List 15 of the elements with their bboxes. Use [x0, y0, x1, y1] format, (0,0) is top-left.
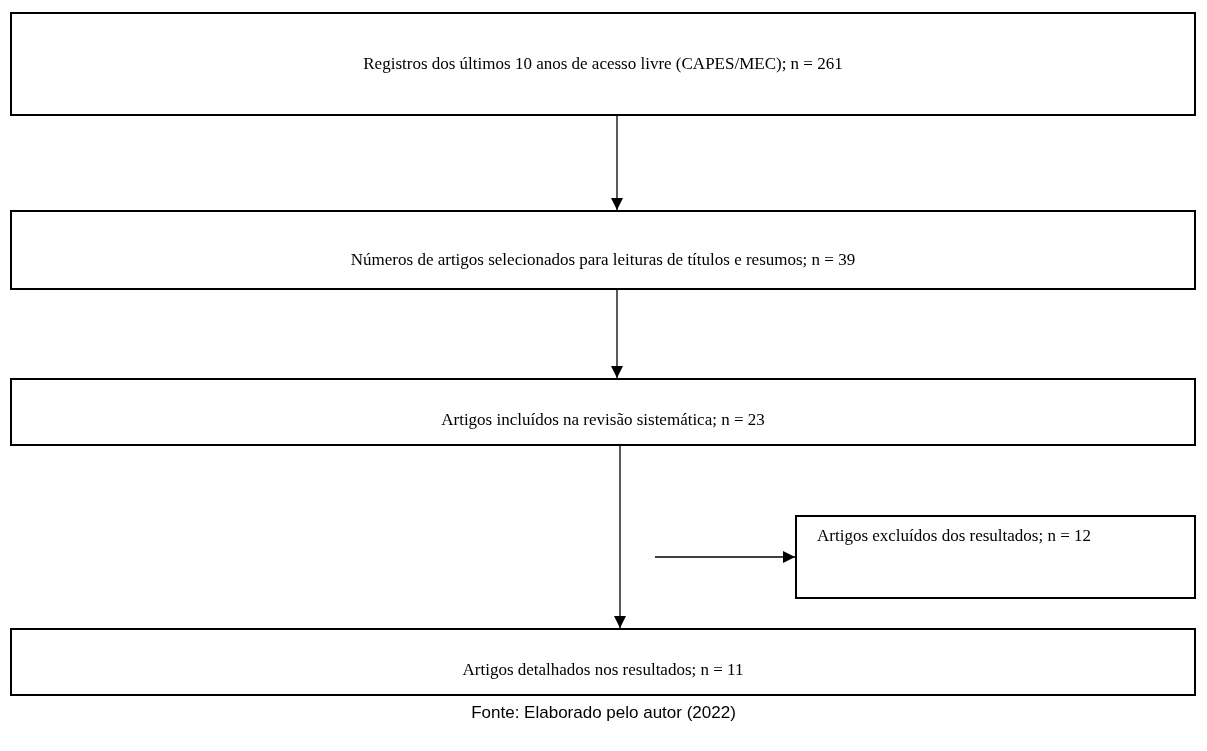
arrow: [611, 115, 623, 211]
box-text: Artigos detalhados nos resultados; n = 11: [461, 659, 745, 682]
arrow: [611, 289, 623, 379]
process-box: [10, 378, 1196, 446]
arrow: [654, 551, 796, 563]
process-box: [10, 12, 1196, 116]
box-text: Artigos incluídos na revisão sistemática; n = 23: [440, 409, 766, 432]
process-box: [10, 210, 1196, 290]
box-text: Números de artigos selecionados para leituras de títulos e resumos; n = 39: [349, 249, 857, 272]
process-box: [10, 628, 1196, 696]
process-box: [795, 515, 1196, 599]
box-text: Registros dos últimos 10 anos de acesso livre (CAPES/MEC); n = 261: [362, 53, 844, 76]
caption: Fonte: Elaborado pelo autor (2022): [471, 703, 736, 722]
arrow: [614, 445, 626, 629]
box-text: Artigos excluídos dos resultados; n = 12: [817, 525, 1092, 547]
